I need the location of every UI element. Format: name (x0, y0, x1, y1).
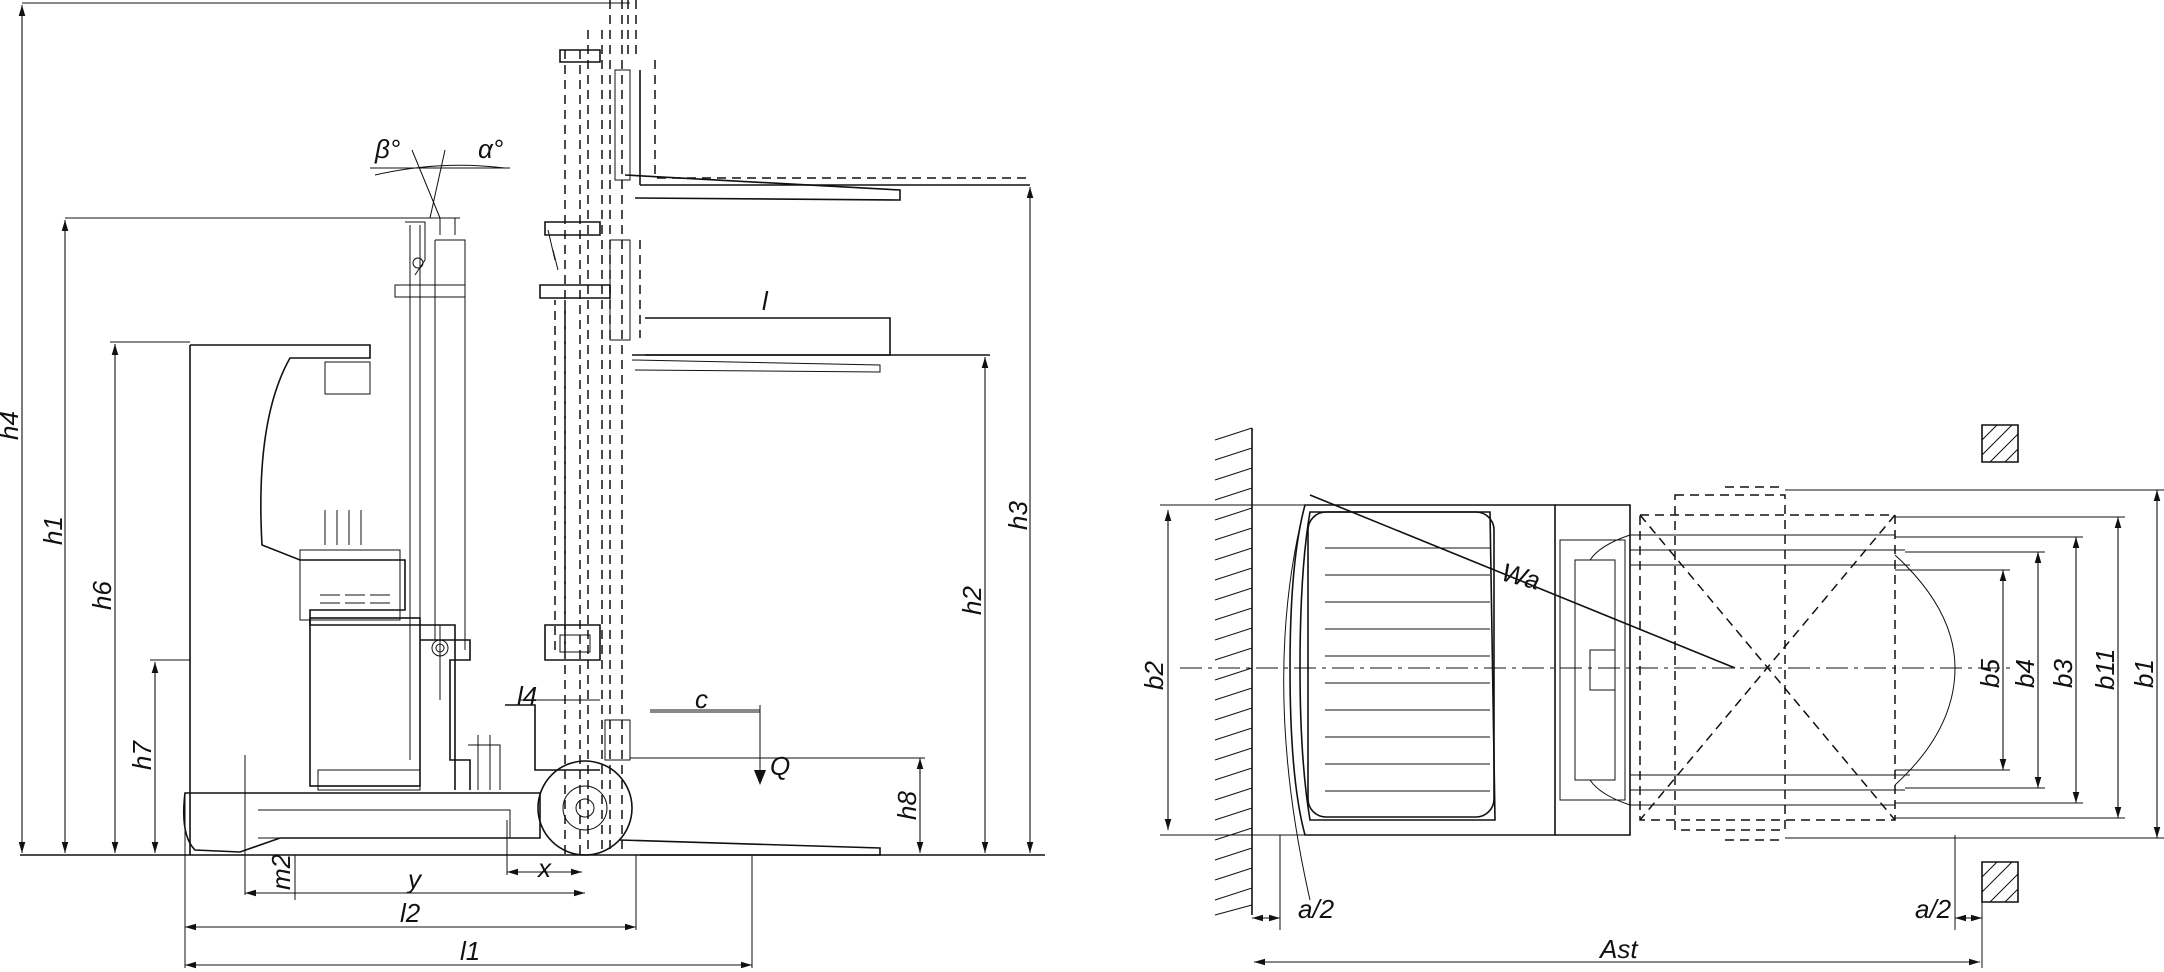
label-h3: h3 (1003, 501, 1033, 530)
mast (539, 0, 637, 855)
label-h1: h1 (38, 516, 68, 545)
label-b11: b11 (2090, 649, 2120, 690)
right-wall-hatch-bottom (1981, 861, 2019, 903)
label-a2-left: a/2 (1298, 894, 1335, 924)
label-h6: h6 (87, 581, 117, 610)
lower-fork (604, 709, 881, 856)
label-a2-right: a/2 (1915, 894, 1952, 924)
label-c: c (695, 684, 708, 714)
middle-fork (609, 239, 990, 373)
label-y: y (406, 864, 423, 894)
label-h7: h7 (127, 740, 157, 770)
label-b1: b1 (2129, 659, 2159, 688)
label-alpha: α° (478, 134, 503, 164)
front-wheel (505, 699, 633, 856)
upper-fork (614, 60, 1030, 201)
q-arrow (754, 770, 766, 785)
label-b3: b3 (2048, 659, 2078, 688)
tilt-reference-lines (370, 149, 510, 219)
label-l2: l2 (400, 898, 421, 928)
turning-radius-line (1309, 494, 1736, 669)
label-h8: h8 (892, 791, 922, 820)
tilt-arc (374, 164, 506, 176)
right-wall-hatch-top (1981, 424, 2019, 463)
label-l: l (762, 286, 769, 316)
label-x: x (536, 853, 552, 883)
left-wall-hatch (1214, 427, 1253, 916)
label-b4: b4 (2010, 659, 2040, 688)
label-h2: h2 (957, 586, 987, 615)
label-Ast: Ast (1598, 934, 1639, 964)
label-h4: h4 (0, 411, 24, 440)
top-view: Wa b2 b5 b4 b3 b11 b1 a/2 a/2 Ast (1139, 424, 2164, 968)
label-m2: m2 (266, 853, 296, 890)
side-view: h4 h1 h6 h7 h3 h2 h8 m2 β° α° l l4 c Q x… (0, 0, 1045, 969)
label-b5: b5 (1975, 659, 2005, 688)
truck-chassis (182, 218, 541, 855)
truck-top-outline (1289, 504, 1956, 836)
label-b2: b2 (1139, 661, 1169, 690)
label-l4: l4 (517, 681, 537, 711)
label-Wa: Wa (1498, 557, 1543, 596)
turning-arc (1283, 504, 1311, 901)
label-beta: β° (374, 134, 400, 164)
label-Q: Q (770, 751, 790, 781)
label-l1: l1 (460, 936, 480, 966)
pallet-load (1639, 486, 1896, 841)
